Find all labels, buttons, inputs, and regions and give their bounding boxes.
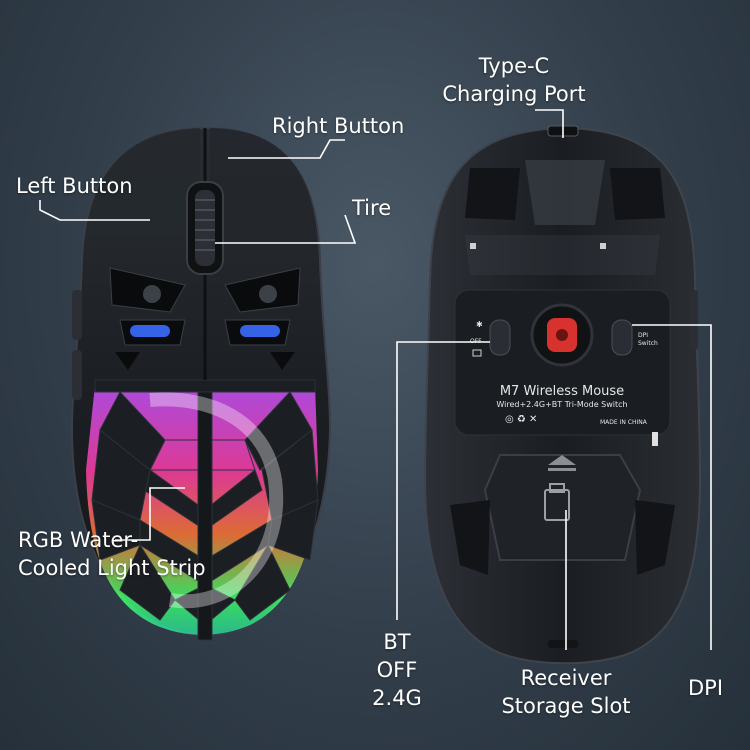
blue-led bbox=[240, 325, 280, 337]
mouse-feet bbox=[450, 500, 490, 575]
callout-type-c-line1: Type-C bbox=[478, 54, 550, 78]
callout-mode-off: OFF bbox=[376, 658, 418, 682]
cert-icons: ◎ ♻ ✕ bbox=[505, 414, 537, 425]
mouse-feet bbox=[465, 168, 520, 220]
callout-mode-24g: 2.4G bbox=[372, 686, 422, 710]
callout-receiver-slot: Receiver Storage Slot bbox=[466, 664, 666, 720]
mouse-bottom-view: ✱ OFF DPI Switch M7 Wireless Mouse Wired… bbox=[423, 125, 702, 665]
receiver-icon bbox=[544, 489, 570, 521]
mouse-feet bbox=[610, 168, 665, 220]
mouse-feet bbox=[635, 500, 675, 575]
right-button[interactable] bbox=[210, 128, 318, 250]
callout-dpi: DPI bbox=[688, 676, 724, 700]
blue-led bbox=[130, 325, 170, 337]
callout-right-button: Right Button bbox=[272, 114, 405, 138]
side-button[interactable] bbox=[72, 350, 82, 400]
dpi-switch-text: DPI bbox=[638, 332, 648, 339]
callout-lines bbox=[39, 109, 712, 650]
callout-mode-bt: BT bbox=[383, 630, 411, 654]
callout-rgb-line1: RGB Water- bbox=[18, 528, 139, 552]
callout-receiver-line2: Storage Slot bbox=[501, 694, 631, 718]
callout-mode-switch: BT OFF 2.4G bbox=[364, 628, 430, 712]
top-vent-cutouts bbox=[109, 267, 301, 370]
side-button[interactable] bbox=[72, 290, 82, 340]
honeycomb-shell bbox=[91, 379, 319, 641]
scroll-wheel[interactable] bbox=[186, 181, 224, 275]
callout-type-c: Type-C Charging Port bbox=[430, 52, 598, 108]
dpi-switch-text: Switch bbox=[638, 340, 658, 347]
usb-icon bbox=[472, 349, 482, 357]
callout-rgb-line2: Cooled Light Strip bbox=[18, 556, 206, 580]
bluetooth-icon: ✱ bbox=[476, 320, 483, 329]
callout-receiver-line1: Receiver bbox=[520, 666, 612, 690]
dpi-switch[interactable] bbox=[611, 319, 633, 356]
callout-rgb-light-strip: RGB Water- Cooled Light Strip bbox=[18, 526, 206, 582]
callout-tire: Tire bbox=[352, 196, 392, 220]
model-spec: Wired+2.4G+BT Tri-Mode Switch bbox=[496, 400, 627, 409]
bottom-lattice bbox=[465, 160, 660, 275]
made-in-text: MADE IN CHINA bbox=[600, 419, 648, 426]
callout-left-button: Left Button bbox=[16, 174, 133, 198]
mode-switch[interactable] bbox=[489, 319, 511, 356]
receiver-cover[interactable] bbox=[483, 454, 642, 561]
model-name: M7 Wireless Mouse bbox=[500, 384, 624, 399]
callout-type-c-line2: Charging Port bbox=[442, 82, 586, 106]
